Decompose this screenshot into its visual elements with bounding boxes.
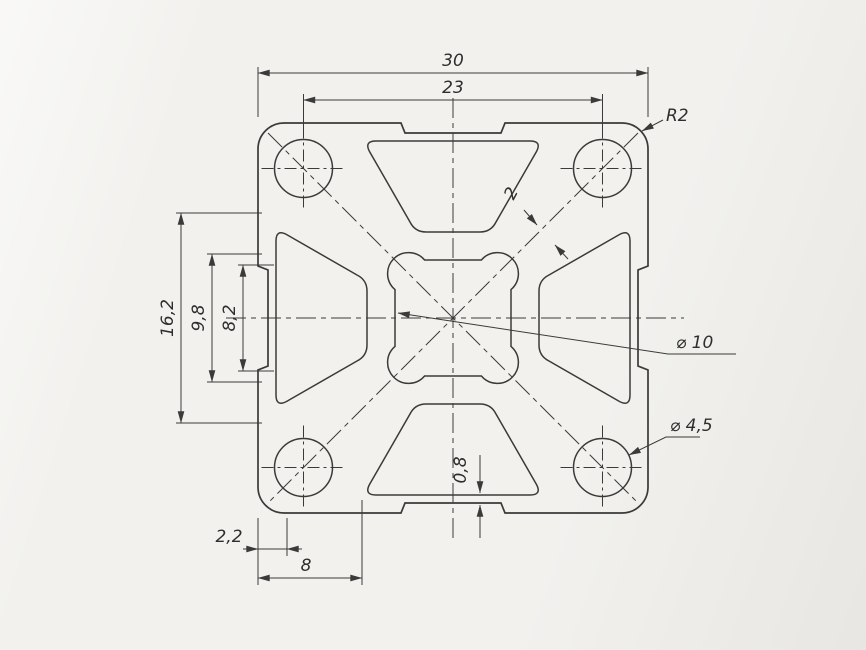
leader-line bbox=[397, 311, 736, 355]
profile-geometry bbox=[257, 122, 649, 514]
dim-membrane-label: 0,8 bbox=[451, 456, 471, 483]
dimension-membrane: 0,8 bbox=[451, 455, 484, 538]
dim-slot-opening-label: 8,2 bbox=[220, 304, 240, 331]
dimension-slot-opening: 8,2 bbox=[220, 264, 274, 372]
dimension-groove-inner: 9,8 bbox=[189, 253, 262, 383]
dim-hole-pitch-label: 23 bbox=[442, 78, 464, 98]
dim-slot-edge-distance-label: 8 bbox=[301, 556, 312, 576]
dim-groove-total-label: 16,2 bbox=[158, 299, 178, 337]
dim-mount-hole-label: ⌀ 4,5 bbox=[670, 416, 713, 436]
arrow-lower bbox=[554, 244, 569, 260]
dim-center-bore-label: ⌀ 10 bbox=[676, 333, 713, 353]
extension-lines bbox=[207, 253, 262, 383]
dimension-overall-width: 30 bbox=[257, 51, 649, 117]
dimension-slot-edge-distance: 8 bbox=[257, 500, 363, 585]
leader-line bbox=[641, 119, 664, 132]
corner-hole-centerline-tl bbox=[261, 126, 346, 211]
centerlines bbox=[226, 98, 684, 540]
corner-hole-centerline-tr bbox=[560, 126, 645, 211]
arrow-upper bbox=[523, 209, 538, 226]
corner-hole-centerline-br bbox=[560, 425, 645, 510]
corner-hole-bottom-left bbox=[273, 437, 334, 498]
dimension-mount-hole: ⌀ 4,5 bbox=[628, 416, 713, 456]
dimension-center-bore: ⌀ 10 bbox=[397, 311, 736, 355]
t-slot-cavity-top bbox=[367, 140, 539, 233]
corner-hole-bottom-right bbox=[572, 437, 633, 498]
corner-hole-top-left bbox=[273, 138, 334, 199]
leader-line bbox=[628, 436, 700, 456]
dim-edge-offset-label: 2,2 bbox=[215, 527, 242, 547]
dim-corner-radius-label: R2 bbox=[666, 106, 689, 126]
dimension-corner-radius: R2 bbox=[641, 106, 689, 132]
dim-wall-thickness-label: 2 bbox=[500, 184, 523, 203]
dimension-hole-pitch: 23 bbox=[303, 78, 603, 132]
dimension-groove-total: 16,2 bbox=[158, 212, 262, 424]
center-bore bbox=[386, 251, 520, 385]
dimension-edge-offset: 2,2 bbox=[215, 518, 302, 585]
extension-lines bbox=[257, 518, 288, 585]
diagonal-centerline-trbl bbox=[267, 132, 639, 504]
dim-overall-width-label: 30 bbox=[442, 51, 464, 71]
corner-hole-top-right bbox=[572, 138, 633, 199]
profile-outer-contour bbox=[257, 122, 649, 514]
extension-lines bbox=[176, 212, 262, 424]
corner-hole-centerline-bl bbox=[261, 425, 346, 510]
dimension-wall-thickness: 2 bbox=[500, 184, 569, 260]
dim-groove-inner-label: 9,8 bbox=[189, 304, 209, 331]
